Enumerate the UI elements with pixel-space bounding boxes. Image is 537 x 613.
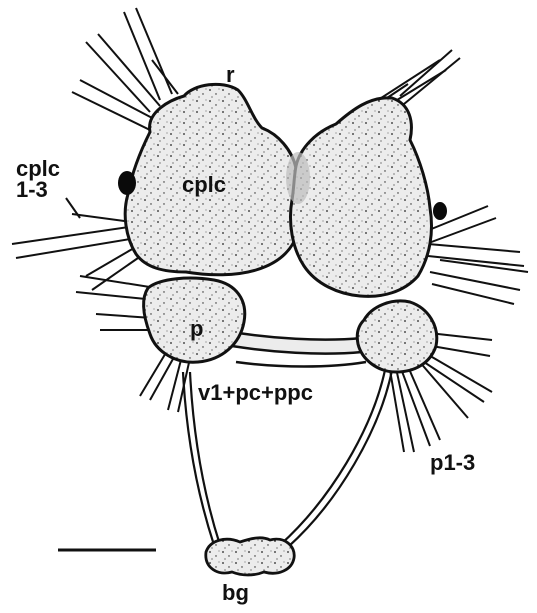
label-cplc-1-3: cplc 1-3 xyxy=(16,158,60,200)
label-p: p xyxy=(190,318,203,340)
statocyst-left xyxy=(118,171,136,195)
buccal-ganglia xyxy=(206,538,294,575)
label-bg: bg xyxy=(222,582,249,604)
label-r: r xyxy=(226,64,235,86)
label-v1-pc-ppc: v1+pc+ppc xyxy=(198,382,313,404)
pedal-ganglion-right xyxy=(357,301,437,372)
statocyst-right xyxy=(433,202,447,220)
label-p1-3: p1-3 xyxy=(430,452,475,474)
label-cplc-center: cplc xyxy=(182,174,226,196)
cerebral-commissure xyxy=(286,152,310,204)
label-cplc-1-3-line1: cplc xyxy=(16,158,60,179)
cerebropleural-ganglion-right xyxy=(291,98,432,297)
pedal-commissure xyxy=(232,332,366,367)
label-cplc-1-3-line2: 1-3 xyxy=(16,179,60,200)
